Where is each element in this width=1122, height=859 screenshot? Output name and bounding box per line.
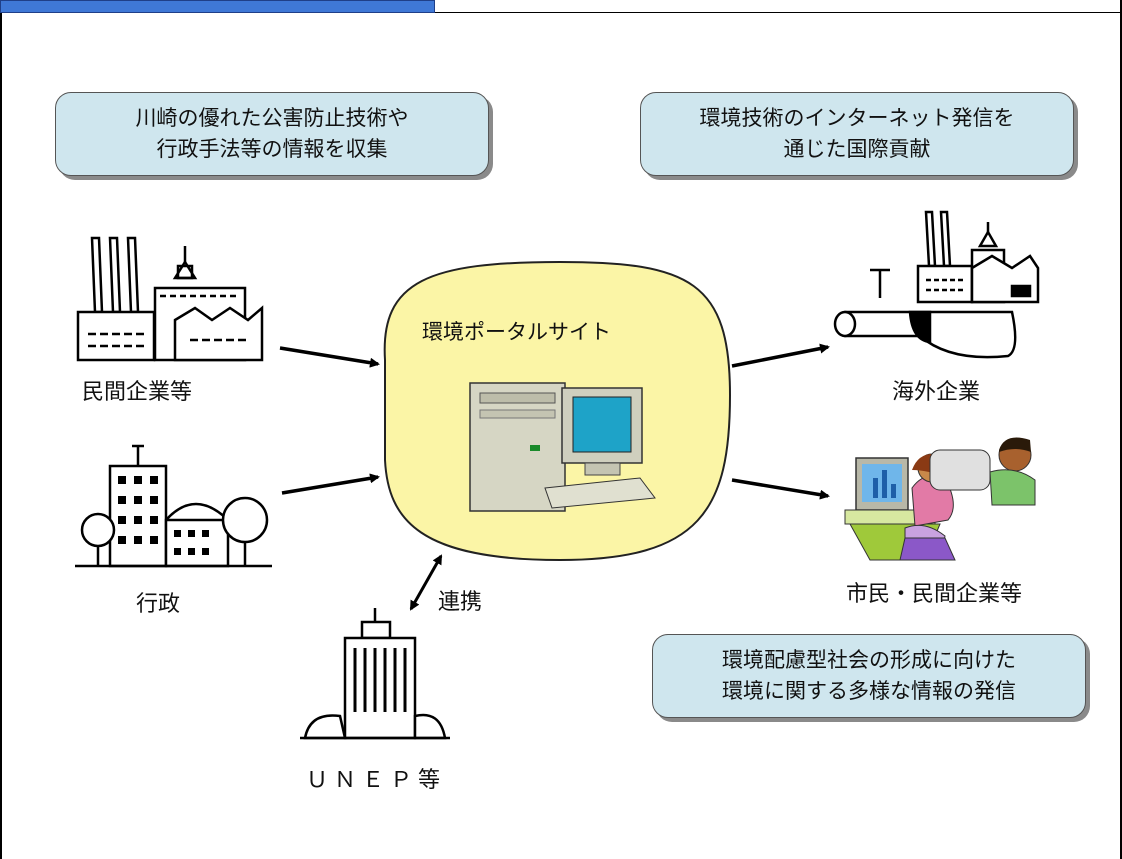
arrow-gov-to-portal [281,473,380,495]
label-overseas-companies: 海外企業 [892,380,981,405]
callout-collect-line1: 川崎の優れた公害防止技術や [135,106,409,130]
header-tab [0,0,435,13]
callout-collect-info: 川崎の優れた公害防止技術や 行政手法等の情報を収集 [55,92,489,176]
government-building-icon [75,444,272,568]
label-citizens-companies: 市民・民間企業等 [846,582,1023,607]
header-rule [435,12,1122,13]
overseas-factory-icon [833,210,1040,359]
callout-contribute-line2: 通じた国際貢献 [783,137,931,161]
citizens-at-computer-icon [844,437,1036,561]
computer-icon [469,382,656,512]
arrow-portal-to-overseas [731,343,830,368]
arrow-portal-to-citizens [731,478,830,500]
arrow-private-to-portal [279,346,380,368]
factory-icon [76,236,264,362]
label-unep: ＵＮＥＰ等 [306,768,447,793]
label-cooperation: 連携 [438,590,483,615]
callout-contribute-line1: 環境技術のインターネット発信を [699,106,1015,130]
arrow-unep-cooperation [409,554,443,611]
unep-building-icon [300,608,450,740]
callout-society-line1: 環境配慮型社会の形成に向けた [722,648,1016,672]
label-government: 行政 [136,592,181,617]
portal-title: 環境ポータルサイト [422,320,611,344]
callout-society-line2: 環境に関する多様な情報の発信 [722,679,1016,703]
callout-collect-line2: 行政手法等の情報を収集 [156,137,388,161]
callout-society-info: 環境配慮型社会の形成に向けた 環境に関する多様な情報の発信 [652,634,1086,718]
callout-international-contribution: 環境技術のインターネット発信を 通じた国際貢献 [640,92,1074,176]
label-private-companies: 民間企業等 [82,380,193,405]
